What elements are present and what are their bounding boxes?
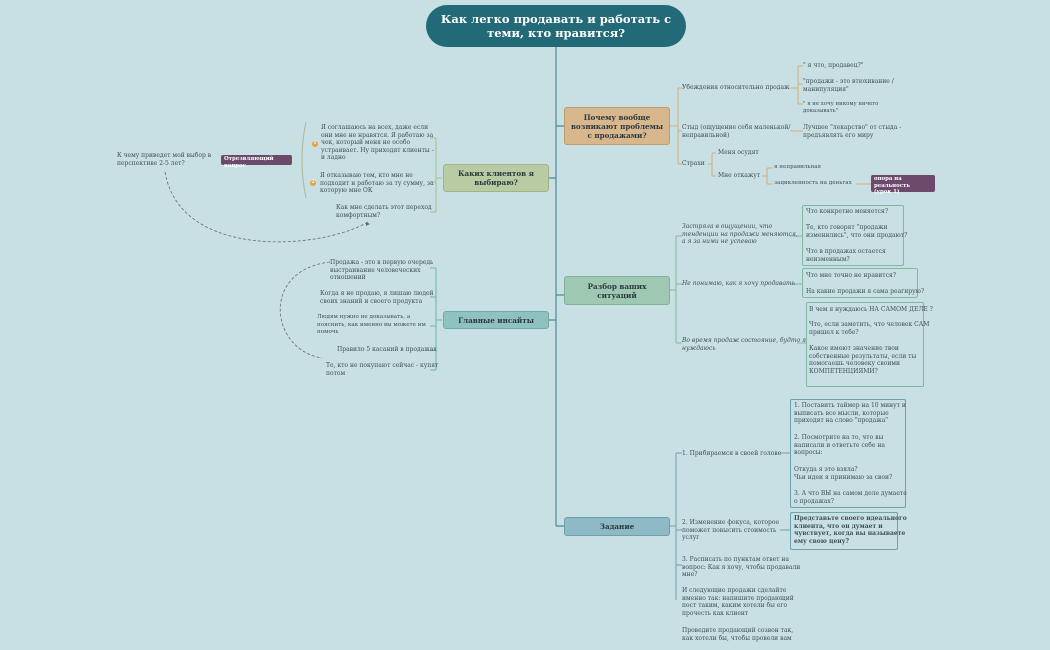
why-fear-money[interactable]: зацикленность на деньгах: [774, 180, 852, 186]
task-2-prompt[interactable]: Представьте своего идеального клиента, ч…: [794, 515, 907, 545]
case-1-q1[interactable]: Что конкретно меняется?: [806, 208, 889, 215]
sobering-question[interactable]: К чему приведет мой выбор в перспективе …: [117, 152, 212, 167]
insight-2[interactable]: Когда я не продаю, я лишаю людей своих з…: [320, 290, 434, 305]
task-1-step-4[interactable]: 3. А что ВЫ на самом деле думаете о прод…: [794, 490, 907, 505]
which-option-2[interactable]: Я отказываю тем, кто мне не подходит и р…: [320, 172, 434, 195]
case-2-q1[interactable]: Что мне точно не нравится?: [806, 272, 896, 279]
why-belief-2[interactable]: "продажи - это втюхивание / манипуляция": [803, 78, 894, 93]
branch-cases[interactable]: Разбор ваших ситуаций: [564, 276, 670, 305]
case-2[interactable]: Не понимаю, как я хочу продавать: [682, 280, 796, 287]
why-fear-wrong[interactable]: я неправильная: [774, 164, 822, 170]
case-1[interactable]: Застряла в ощущении, что тенденции на пр…: [682, 223, 798, 246]
case-1-q3[interactable]: Что в продажах остается неизменным?: [806, 248, 886, 263]
reality-support-tag[interactable]: опора на реальность (урок 1): [871, 175, 935, 195]
insight-4[interactable]: Правило 5 касаний в продажах: [337, 346, 437, 353]
case-2-q2[interactable]: На какие продажи я сама реагирую?: [806, 288, 925, 295]
insight-3[interactable]: Людям нужно не доказывать, а пояснить, к…: [317, 314, 426, 336]
task-1[interactable]: 1. Прибираемся в своей голове: [682, 450, 782, 457]
insight-5[interactable]: Те, кто не покупают сейчас - купят потом: [326, 362, 439, 377]
why-fear-refuse[interactable]: Мне откажут: [718, 172, 761, 179]
insight-1[interactable]: Продажа - это в первую очередь выстраива…: [330, 259, 434, 282]
task-1-step-3[interactable]: Откуда я это взяла? Чьи идеи я принимаю …: [794, 466, 893, 481]
task-1-steps-box: [790, 399, 906, 508]
case-3-q2[interactable]: Что, если заметить, что человек САМ приш…: [809, 321, 930, 336]
branch-why[interactable]: Почему вообще возникают проблемы с прода…: [564, 107, 670, 145]
case-3[interactable]: Во время продаж состояние, будто я нужда…: [682, 337, 807, 352]
task-3-note-2[interactable]: Проведите продающий созвон так, как хоте…: [682, 627, 794, 642]
option-2-badge: 2: [310, 180, 316, 186]
option-1-badge: 1: [312, 141, 318, 147]
why-belief-1[interactable]: " я что, продавец?": [803, 62, 864, 69]
why-shame-cure[interactable]: Лучшее "лекарство" от стыда - предъявлят…: [803, 124, 902, 139]
why-fears[interactable]: Страхи: [682, 160, 705, 167]
case-3-q1[interactable]: В чем я нуждаюсь НА САМОМ ДЕЛЕ ?: [809, 306, 933, 313]
which-option-1[interactable]: Я соглашаюсь на всех, даже если они мне …: [321, 124, 434, 162]
branch-task[interactable]: Задание: [564, 517, 670, 536]
task-1-step-1[interactable]: 1. Поставить таймер на 10 минут и выписа…: [794, 402, 906, 425]
case-1-q2[interactable]: Те, кто говорят "продажи изменились", чт…: [806, 224, 908, 239]
case-2-questions-box: [802, 268, 918, 298]
sobering-question-tag[interactable]: Отрезвляющий вопрос: [221, 155, 292, 169]
case-3-questions-box: [806, 302, 924, 387]
task-2[interactable]: 2. Изменение фокуса, которое поможет пов…: [682, 519, 779, 542]
why-beliefs[interactable]: Убеждения относительно продаж: [682, 84, 790, 91]
branch-insights[interactable]: Главные инсайты: [443, 311, 549, 329]
why-fear-judge[interactable]: Меня осудят: [718, 149, 759, 156]
case-1-questions-box: [802, 205, 904, 266]
task-3-note-1[interactable]: И следующие продажи сделайте именно так:…: [682, 587, 794, 617]
why-shame[interactable]: Стыд (ощущение себя маленькой/ неправиль…: [682, 124, 791, 139]
which-transition[interactable]: Как мне сделать этот переход комфортным?: [336, 204, 432, 219]
task-1-step-2[interactable]: 2. Посмотрите на то, что вы написали и о…: [794, 434, 885, 457]
task-3[interactable]: 3. Расписать по пунктам ответ на вопрос:…: [682, 556, 801, 579]
why-belief-3[interactable]: " я не хочу никому ничего доказывать": [803, 101, 879, 114]
task-2-prompt-box: [790, 512, 898, 550]
branch-which[interactable]: Каких клиентов я выбираю?: [443, 164, 549, 192]
case-3-q3[interactable]: Какое имеют значение твои собственные ре…: [809, 345, 917, 375]
root-topic[interactable]: Как легко продавать и работать с теми, к…: [426, 5, 686, 47]
